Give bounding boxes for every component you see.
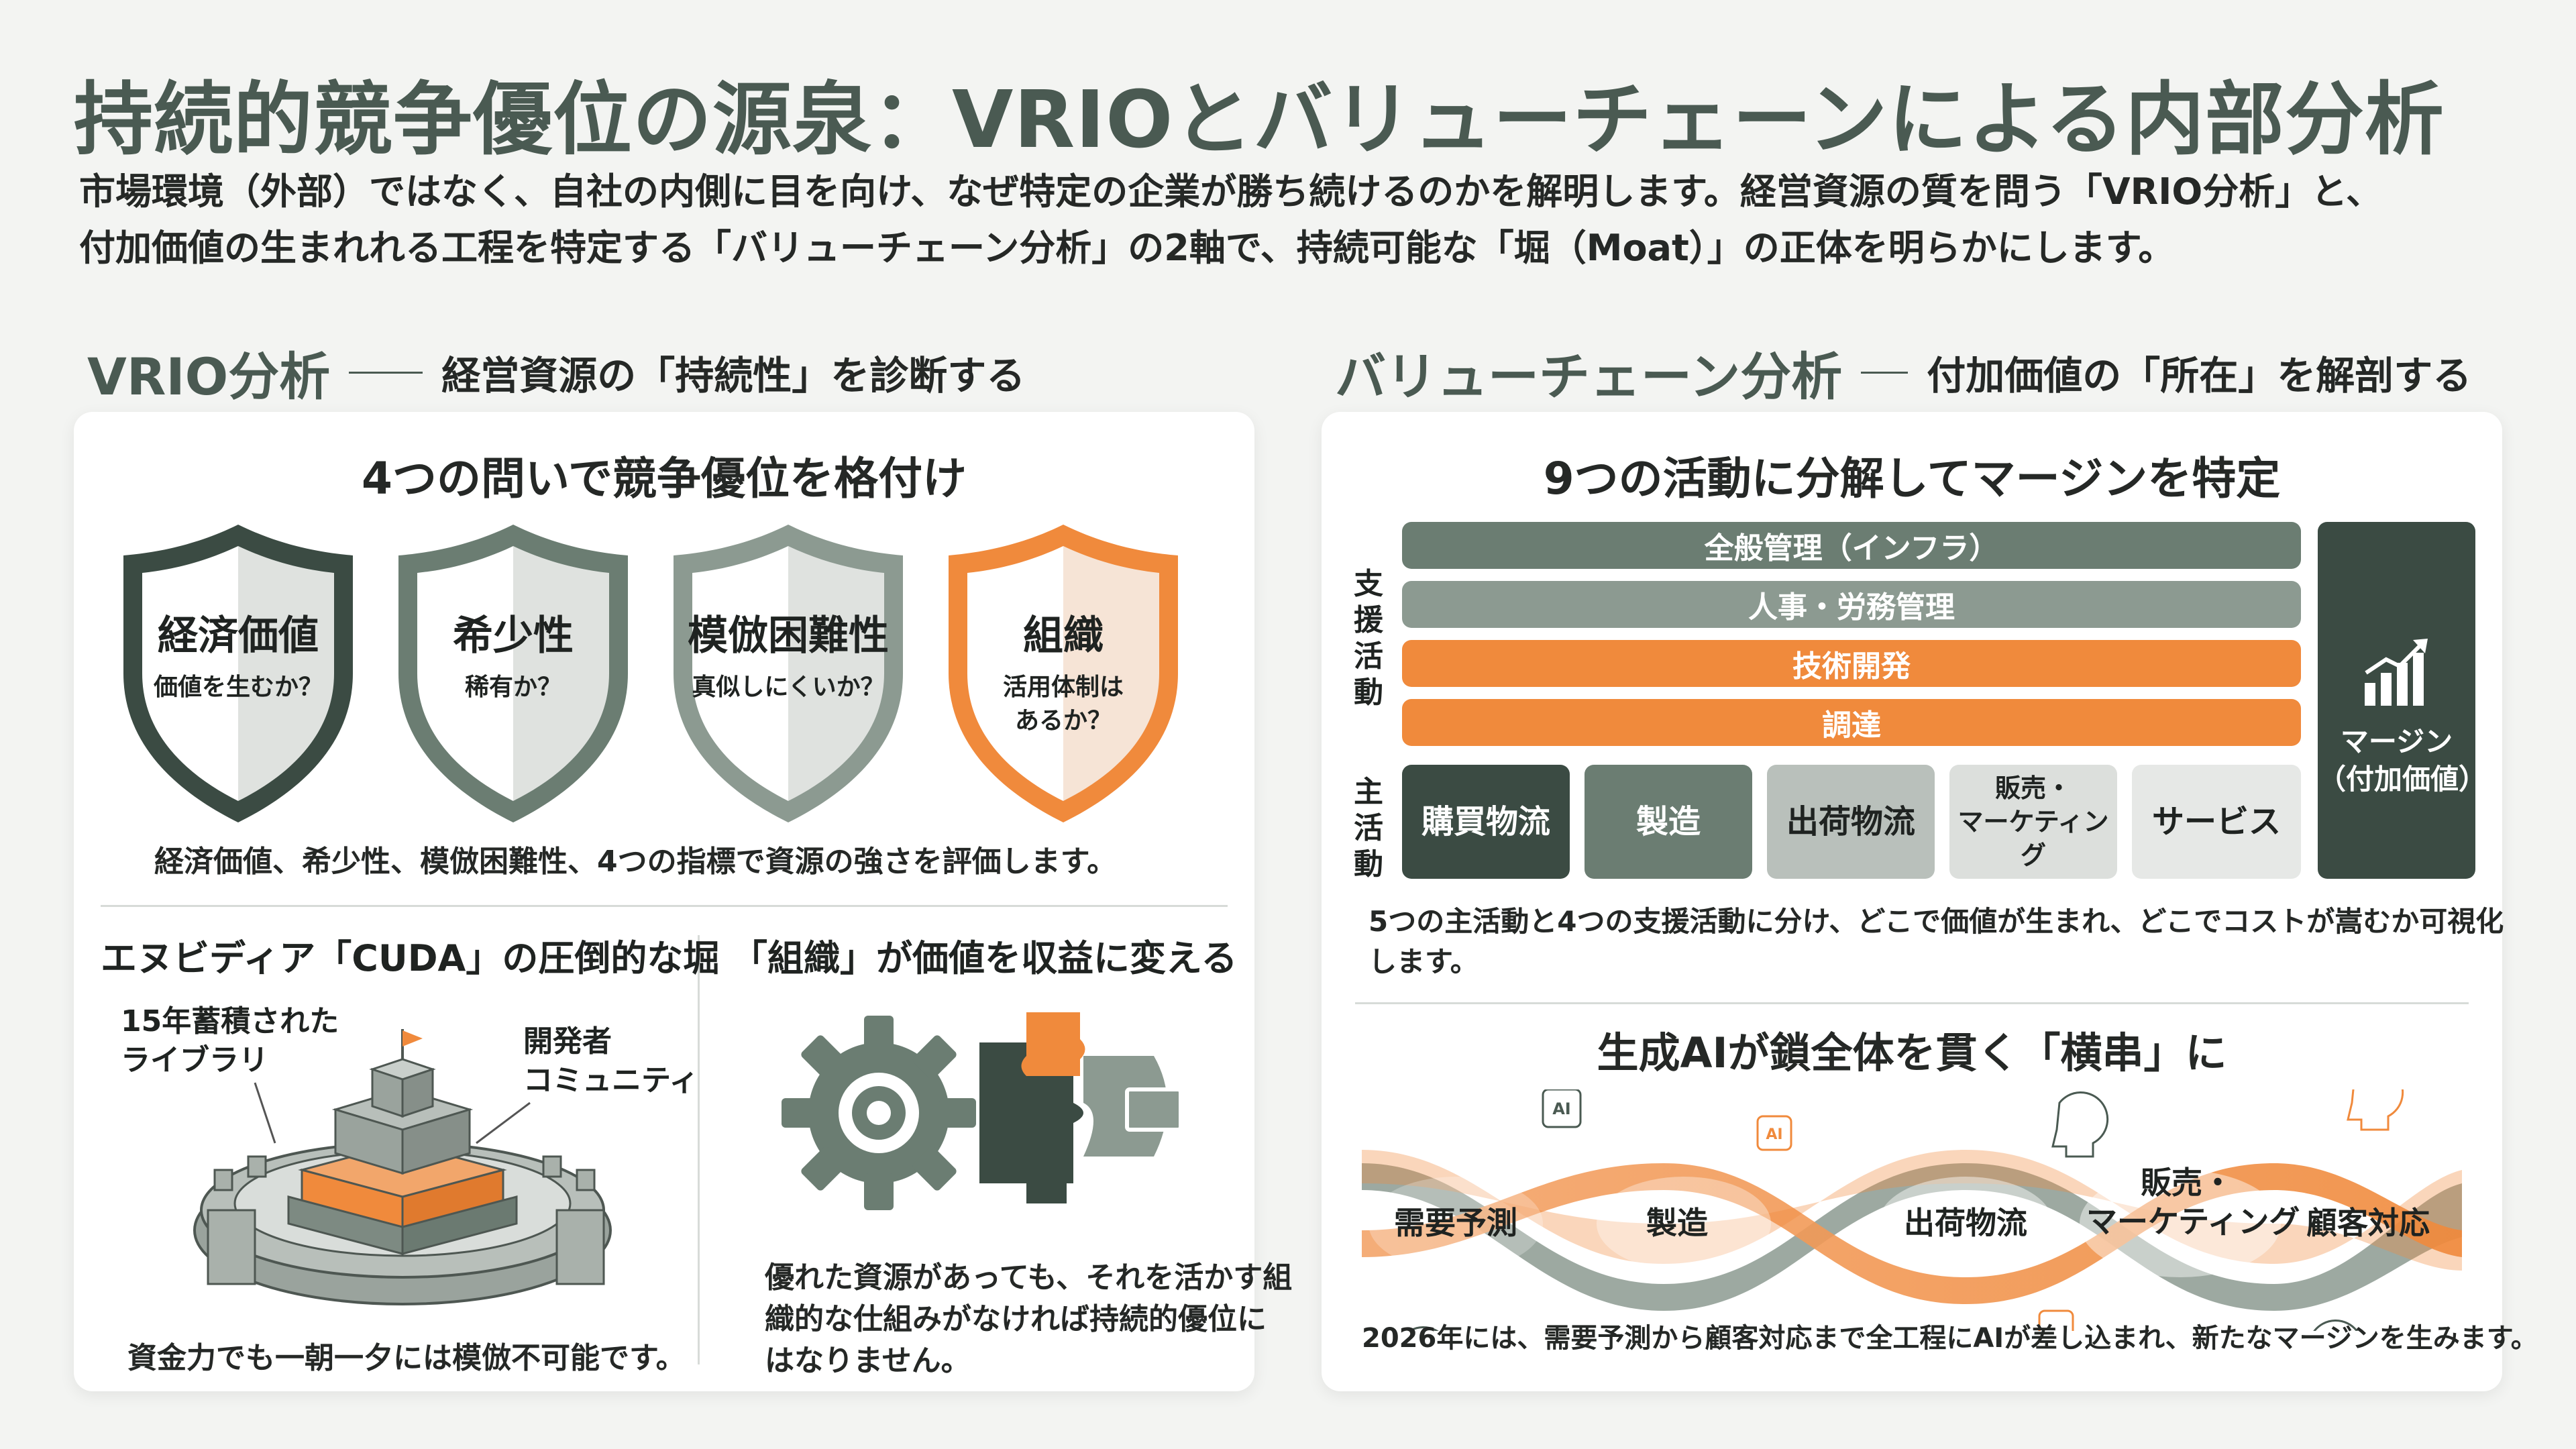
- shield-organization-question-line-1: 活用体制は: [1002, 674, 1124, 701]
- shield-economic-value-question: 価値を生むか？: [153, 674, 323, 701]
- wave-stage-marketing-line-1: 販売・: [2141, 1165, 2233, 1201]
- primary-service: サービス: [2132, 765, 2301, 879]
- margin-block: マージン （付加価値）: [2318, 522, 2487, 879]
- org-title: 「組織」が価値を収益に変える: [731, 937, 1238, 979]
- support-label-char: 活: [1354, 639, 1383, 674]
- wave-stage-outbound: 出荷物流: [1904, 1205, 2027, 1241]
- page-title: 持続的競争優位の源泉：VRIOとバリューチェーンによる内部分析: [74, 73, 2445, 166]
- bar-chart-up-icon: [2365, 639, 2428, 706]
- primary-label-char: 動: [1354, 847, 1383, 881]
- vrio-divider-horizontal: [101, 905, 1228, 907]
- primary-label-char: 活: [1354, 811, 1383, 845]
- vc-summary-line-2: します。: [1368, 945, 1479, 978]
- cuda-caption: 資金力でも一朝一夕には模倣不可能です。: [127, 1341, 686, 1375]
- cuda-label-library-line-2: ライブラリ: [121, 1043, 268, 1077]
- cuda-label-library: 15年蓄積された ライブラリ: [121, 1002, 339, 1080]
- cuda-panel: エヌビディア「CUDA」の圧倒的な堀 15年蓄積された ライブラリ 開発者 コミ…: [101, 928, 719, 1385]
- shield-icon: [123, 525, 353, 822]
- primary-activities-label: 主 活 動: [1348, 774, 1389, 883]
- vrio-section-subtitle: 経営資源の「持続性」を診断する: [441, 353, 1026, 398]
- shield-inimitability: 模倣困難性 真似しにくいか？: [664, 519, 912, 828]
- org-caption-line-2: 織的な仕組みがなければ持続的優位に: [765, 1302, 1267, 1336]
- primary-marketing-sales-line-2: マーケティング: [1957, 807, 2109, 870]
- vc-section-subtitle: 付加価値の「所在」を解剖する: [1927, 353, 2472, 398]
- wave-stage-customer-support: 顧客対応: [2306, 1205, 2430, 1241]
- shield-icon: [674, 525, 903, 822]
- cuda-label-library-line-1: 15年蓄積された: [121, 1004, 339, 1038]
- shield-organization-question-line-2: あるか？: [1014, 707, 1112, 735]
- wave-stage-marketing: 販売・ マーケティング: [2086, 1163, 2300, 1241]
- vrio-section-dash: [349, 371, 423, 374]
- vrio-section-title: VRIO分析: [87, 347, 331, 407]
- vrio-card-title: 4つの問いで競争優位を格付け: [362, 453, 967, 504]
- cuda-title: エヌビディア「CUDA」の圧倒的な堀: [101, 937, 720, 979]
- vc-summary-line-1: 5つの主活動と4つの支援活動に分け、どこで価値が生まれ、どこでコストが嵩むか可視…: [1368, 905, 2504, 938]
- support-activities-label: 支 援 活 動: [1348, 566, 1389, 711]
- value-chain-card: 9つの活動に分解してマージンを特定 支 援 活 動 主 活 動 全般管理（インフ…: [1322, 412, 2538, 1391]
- primary-operations: 製造: [1585, 765, 1752, 879]
- support-bar-technology: 技術開発: [1402, 640, 2301, 687]
- primary-outbound-logistics: 出荷物流: [1767, 765, 1935, 879]
- margin-label-line-1: マージン: [2340, 725, 2453, 758]
- cuda-label-developers-line-2: コミュニティ: [523, 1063, 699, 1097]
- org-caption-line-3: はなりません。: [765, 1344, 971, 1378]
- support-label-char: 支: [1354, 567, 1383, 601]
- shield-economic-value: 経済価値 価値を生むか？: [114, 519, 362, 828]
- vrio-card: 4つの問いで競争優位を格付け 経済価値 価値を生むか？ 希少性 稀: [74, 412, 1292, 1391]
- shield-organization-name: 組織: [1023, 612, 1104, 659]
- subtitle-line-1: 市場環境（外部）ではなく、自社の内側に目を向け、なぜ特定の企業が勝ち続けるのかを…: [79, 170, 2383, 213]
- shield-rarity-question: 稀有か？: [464, 674, 561, 701]
- cuda-label-developers: 開発者 コミュニティ: [523, 1022, 698, 1100]
- support-label-char: 援: [1354, 603, 1383, 637]
- vc-section-title: バリューチェーン分析: [1335, 347, 1843, 407]
- shield-rarity-name: 希少性: [453, 612, 574, 659]
- vc-section-dash: [1861, 371, 1909, 374]
- vc-summary: 5つの主活動と4つの支援活動に分け、どこで価値が生まれ、どこでコストが嵩むか可視…: [1368, 902, 2504, 982]
- shield-inimitability-name: 模倣困難性: [688, 612, 889, 659]
- primary-marketing-sales: 販売・ マーケティング: [1949, 765, 2117, 879]
- wave-stage-demand-forecast: 需要予測: [1394, 1205, 1517, 1241]
- vrio-shields: 経済価値 価値を生むか？ 希少性 稀有か？ 模倣困難性: [114, 519, 1214, 835]
- shield-rarity: 希少性 稀有か？: [389, 519, 637, 828]
- ai-title: 生成AIが鎖全体を貫く「横串」に: [1597, 1028, 2227, 1077]
- ai-caption: 2026年には、需要予測から顧客対応まで全工程にAIが差し込まれ、新たなマージン…: [1362, 1323, 2538, 1354]
- support-bar-infrastructure: 全般管理（インフラ）: [1402, 522, 2301, 569]
- gear-puzzle-icon: [782, 1012, 1183, 1210]
- shield-inimitability-question: 真似しにくいか？: [692, 674, 885, 701]
- wave-stage-marketing-line-2: マーケティング: [2086, 1203, 2300, 1240]
- vc-section-header: バリューチェーン分析 付加価値の「所在」を解剖する: [1335, 335, 2471, 409]
- primary-marketing-sales-line-1: 販売・: [1994, 773, 2072, 803]
- support-label-char: 動: [1354, 676, 1383, 710]
- margin-label-line-2: （付加価値）: [2318, 763, 2487, 796]
- margin-label: マージン （付加価値）: [2318, 723, 2487, 798]
- shield-economic-value-name: 経済価値: [158, 612, 319, 659]
- org-caption-line-1: 優れた資源があっても、それを活かす組: [765, 1260, 1293, 1295]
- support-bar-hr: 人事・労務管理: [1402, 581, 2301, 628]
- org-caption: 優れた資源があっても、それを活かす組 織的な仕組みがなければ持続的優位に はなり…: [765, 1257, 1292, 1382]
- shield-icon: [949, 525, 1178, 822]
- shield-organization: 組織 活用体制は あるか？: [939, 519, 1187, 828]
- shield-icon: [398, 525, 628, 822]
- vrio-section-header: VRIO分析 経営資源の「持続性」を診断する: [87, 335, 1025, 409]
- subtitle-line-2: 付加価値の生まれれる工程を特定する「バリューチェーン分析」の2軸で、持続可能な「…: [79, 227, 2175, 269]
- shield-organization-question: 活用体制は あるか？: [939, 671, 1187, 738]
- cuda-label-developers-line-1: 開発者: [523, 1024, 612, 1059]
- ai-wave-diagram: AI AI: [1362, 1089, 2462, 1331]
- vrio-divider-vertical: [698, 935, 700, 1364]
- org-panel: 「組織」が価値を収益に変える: [731, 928, 1292, 1385]
- ai-chip-icon: AI: [1766, 1126, 1782, 1143]
- vc-divider: [1355, 1002, 2469, 1004]
- primary-inbound-logistics: 購買物流: [1402, 765, 1570, 879]
- castle-moat-illustration: [193, 1029, 612, 1305]
- primary-label-char: 主: [1354, 775, 1383, 809]
- ai-chip-icon: AI: [1552, 1099, 1571, 1118]
- page-subtitle: 市場環境（外部）ではなく、自社の内側に目を向け、なぜ特定の企業が勝ち続けるのかを…: [79, 164, 2382, 276]
- wave-stage-manufacturing: 製造: [1646, 1205, 1708, 1241]
- support-bar-procurement: 調達: [1402, 699, 2301, 746]
- vc-card-title: 9つの活動に分解してマージンを特定: [1543, 453, 2281, 504]
- vrio-summary: 経済価値、希少性、模倣困難性、4つの指標で資源の強さを評価します。: [154, 845, 1117, 879]
